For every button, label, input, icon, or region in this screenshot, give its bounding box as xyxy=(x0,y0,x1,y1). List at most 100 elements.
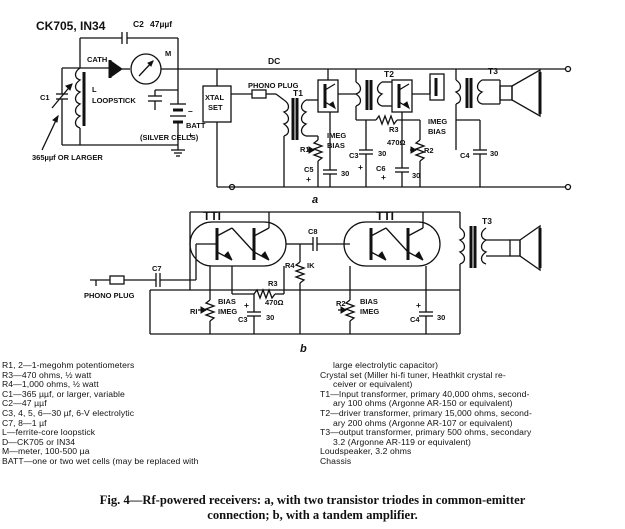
c3-value: 30 xyxy=(378,149,386,158)
c4-capacitor-b xyxy=(419,266,433,334)
bias1-label-1: IMEG xyxy=(327,131,346,140)
parts-list-item: R4—1,000 ohms, ½ watt xyxy=(2,379,99,390)
c1-label: C1 xyxy=(40,93,50,102)
diagram-a: CK705, IN34 C2 47µµf CATH D M xyxy=(32,19,572,206)
c3-plus: + xyxy=(358,162,363,172)
caption-line-2: connection; b, with a tandem amplifier. xyxy=(207,508,418,522)
parts-list-item: ceiver or equivalent) xyxy=(333,379,413,390)
terminal-circle xyxy=(228,183,236,191)
r1-label: R1 xyxy=(300,145,310,154)
c6-capacitor xyxy=(395,165,409,187)
tt1-left-label: TTI xyxy=(203,209,221,223)
r3-b-label: R3 xyxy=(268,279,278,288)
r2-bias-potentiometer xyxy=(410,120,426,187)
c4-b-label: C4 xyxy=(410,315,420,324)
diode-type-label: CK705, IN34 xyxy=(36,19,106,33)
c3-label: C3 xyxy=(349,151,359,160)
r2-bias-potentiometer-b xyxy=(338,266,356,334)
c7-capacitor xyxy=(155,244,197,287)
r3-resistor-b xyxy=(231,266,285,300)
xtal-label-1: XTAL xyxy=(205,93,224,102)
meter-m: M xyxy=(130,49,178,85)
c4-b-value: 30 xyxy=(437,313,445,322)
r4-resistor xyxy=(294,261,306,334)
c5-capacitor xyxy=(323,112,337,187)
tt1-right-label: TTI xyxy=(376,209,394,223)
tandem-transistor-left xyxy=(189,221,287,267)
phono-plug xyxy=(231,89,276,99)
diode-d xyxy=(80,60,130,78)
parts-list-item: R3—470 ohms, ½ watt xyxy=(2,369,92,380)
c3-capacitor-b xyxy=(247,294,261,334)
parts-list-item: D—CK705 or IN34 xyxy=(2,436,76,447)
loopstick-label: LOOPSTICK xyxy=(92,96,136,105)
parts-list-item: ary 100 ohms (Argonne AR-150 or equivale… xyxy=(333,398,513,409)
r4-label: R4 xyxy=(285,261,295,270)
l-label: L xyxy=(92,85,97,94)
t3-label: T3 xyxy=(488,66,498,76)
c6-plus: + xyxy=(381,172,386,182)
t2-label: T2 xyxy=(384,69,394,79)
c3-b-label: C3 xyxy=(238,315,248,324)
r3-label: R3 xyxy=(389,125,399,134)
transformer-t3 xyxy=(429,69,500,150)
terminal-circle xyxy=(564,65,572,73)
bias1-label-2: BIAS xyxy=(327,141,345,150)
r2-b-bias-2: IMEG xyxy=(360,307,379,316)
r1-bias-potentiometer-b xyxy=(198,266,216,334)
r4-value: IK xyxy=(307,261,315,270)
loudspeaker-b xyxy=(509,224,542,272)
phono-plug-label: PHONO PLUG xyxy=(248,81,299,90)
parts-list-left: R1, 2—1-megohm potentiometers R3—470 ohm… xyxy=(2,360,320,467)
c4-value: 30 xyxy=(490,149,498,158)
r2-b-label: R2 xyxy=(336,299,346,308)
r2-label: R2 xyxy=(424,146,434,155)
figure-letter-b: b xyxy=(300,343,307,355)
parts-list-item: C1—365 µµf, or larger, variable xyxy=(2,388,125,399)
c4-b-plus: + xyxy=(416,300,421,310)
parts-list-item: 3.2 (Argonne AR-119 or equivalent) xyxy=(333,436,471,447)
c2-value: 47µµf xyxy=(150,19,172,29)
parts-list-item: L—ferrite-core loopstick xyxy=(2,427,96,438)
r2-b-bias-1: BIAS xyxy=(360,297,378,306)
parts-list-item: Chassis xyxy=(320,455,352,466)
m-label: M xyxy=(165,49,171,58)
batt-minus: – xyxy=(188,106,193,116)
figure-letter-a: a xyxy=(312,194,318,206)
silver-cells-label: (SILVER CELLS) xyxy=(140,133,199,142)
r1-bias-potentiometer xyxy=(308,136,324,187)
c7-label: C7 xyxy=(152,264,162,273)
c3-b-plus: + xyxy=(244,300,249,310)
parts-list-item: C7, 8—1 µf xyxy=(2,417,47,428)
caption-line-1: Fig. 4—Rf-powered receivers: a, with two… xyxy=(99,493,526,507)
parts-list-item: T3—output transformer, primary 500 ohms,… xyxy=(320,427,532,438)
ground-symbol xyxy=(80,144,185,157)
c3-capacitor xyxy=(359,120,373,187)
transistor-stage-1 xyxy=(317,69,356,113)
xtal-label-2: SET xyxy=(208,103,223,112)
transformer-t3-b xyxy=(458,212,510,290)
parts-list-item: large electrolytic capacitor) xyxy=(333,360,439,370)
parts-list-item: Crystal set (Miller hi-fi tuner, Heathki… xyxy=(320,369,506,380)
c5-plus: + xyxy=(306,174,311,184)
c5-value: 30 xyxy=(341,169,349,178)
r3-value: 470Ω xyxy=(387,138,406,147)
parts-list-item: R1, 2—1-megohm potentiometers xyxy=(2,360,135,370)
terminal-circle xyxy=(564,183,572,191)
xtal-set-box xyxy=(202,69,232,187)
c1-value: 365µµf OR LARGER xyxy=(32,153,103,162)
c2-label: C2 xyxy=(133,19,144,29)
battery-batt xyxy=(148,89,186,145)
c1-variable-capacitor xyxy=(41,67,80,151)
c4-label: C4 xyxy=(460,151,470,160)
c4-capacitor xyxy=(456,119,487,187)
parts-list-item: C3, 4, 5, 6—30 µf, 6-V electrolytic xyxy=(2,407,135,418)
r1-b-bias-1: BIAS xyxy=(218,297,236,306)
c6-value: 30 xyxy=(412,171,420,180)
parts-list-item: BATT—one or two wet cells (may be replac… xyxy=(2,455,199,466)
r1-b-label: RI xyxy=(190,307,198,316)
parts-list-item: M—meter, 100-500 µa xyxy=(2,446,90,457)
phono-plug-b xyxy=(90,275,156,286)
parts-list-item: C2—47 µµf xyxy=(2,398,47,409)
